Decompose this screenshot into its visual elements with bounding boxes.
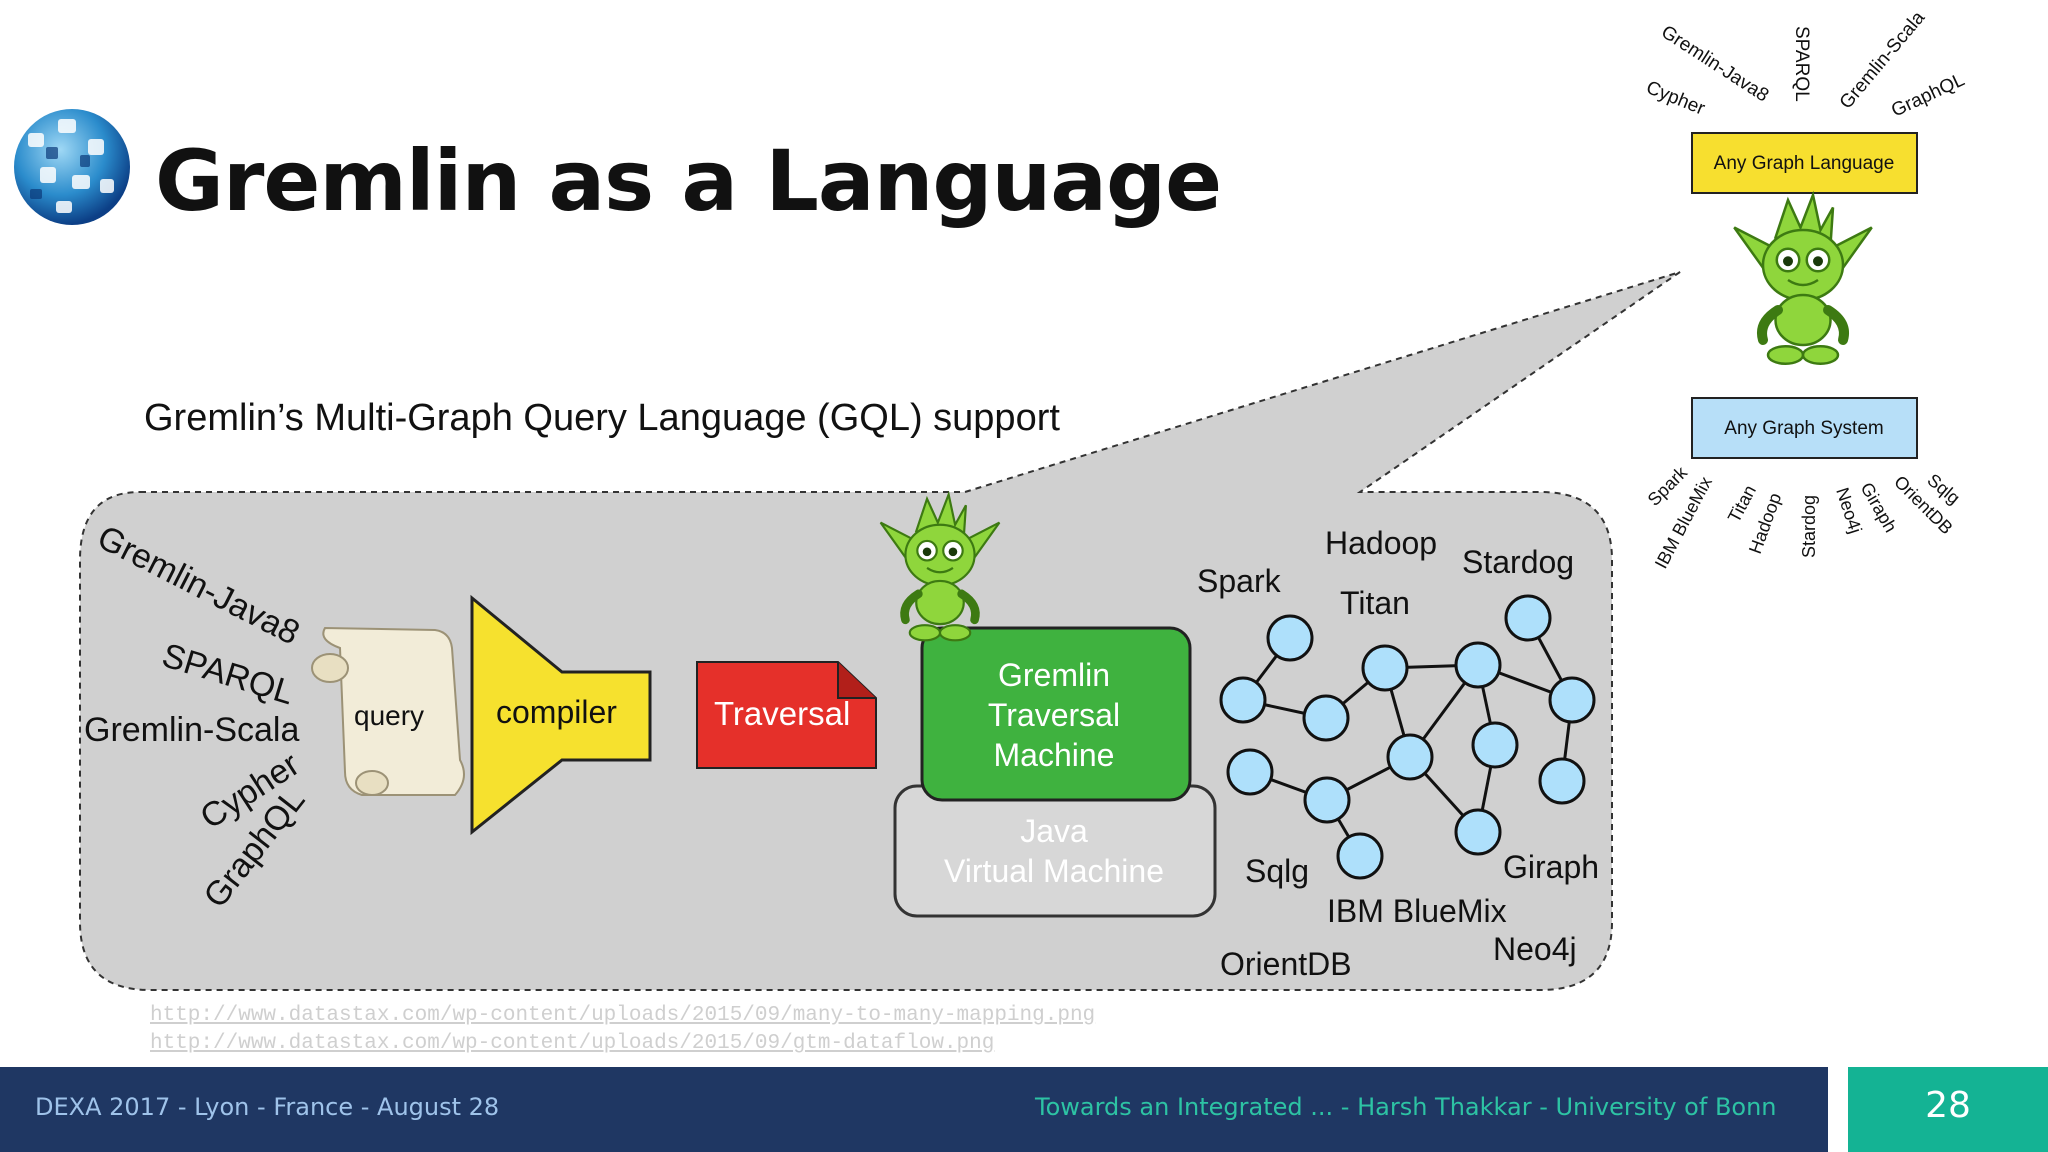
gtm-line-2: Traversal	[988, 697, 1120, 733]
graph-node	[1386, 733, 1434, 781]
graph-node	[1548, 676, 1596, 724]
compiler-label: compiler	[496, 694, 617, 730]
footer-talk-title: Towards an Integrated ... - Harsh Thakka…	[1035, 1093, 1777, 1121]
source-links: http://www.datastax.com/wp-content/uploa…	[150, 1002, 1095, 1058]
puzzle-globe-logo	[14, 109, 130, 225]
gremlin-mascot	[879, 490, 1001, 642]
graph-node	[1336, 832, 1384, 880]
system-neo4j: Neo4j	[1493, 931, 1577, 967]
graph-node	[1302, 694, 1350, 742]
jvm-line-1: Java	[1020, 813, 1088, 849]
compiler-funnel	[470, 594, 652, 836]
page-title: Gremlin as a Language	[155, 132, 1222, 230]
graph-node	[1226, 748, 1274, 796]
query-label: query	[354, 700, 424, 731]
traversal-label: Traversal	[714, 695, 850, 732]
system-titan: Titan	[1340, 585, 1410, 621]
graph-node	[1219, 676, 1267, 724]
inset-gremlin-mascot	[1733, 190, 1873, 365]
system-sqlg: Sqlg	[1245, 853, 1309, 889]
footer: DEXA 2017 - Lyon - France - August 28 To…	[0, 1067, 2048, 1152]
system-giraph: Giraph	[1503, 849, 1599, 885]
graph-node	[1504, 594, 1552, 642]
page-number-box: 28	[1848, 1067, 2048, 1152]
any-graph-system-box	[1691, 397, 1918, 459]
system-ibm-bluemix: IBM BlueMix	[1327, 893, 1507, 929]
query-scroll-icon	[311, 626, 465, 796]
footer-conference: DEXA 2017 - Lyon - France - August 28	[35, 1093, 500, 1121]
any-graph-language-label: Any Graph Language	[1714, 153, 1895, 174]
lang-gremlin-scala: Gremlin-Scala	[84, 711, 299, 749]
source-link[interactable]: http://www.datastax.com/wp-content/uploa…	[150, 1032, 995, 1055]
gtm-box	[920, 626, 1192, 802]
graph-node	[1266, 614, 1314, 662]
system-orientdb: OrientDB	[1220, 946, 1352, 982]
graph-network	[1219, 594, 1596, 880]
graph-node	[1454, 808, 1502, 856]
graph-node	[1471, 721, 1519, 769]
inset-sys-stardog: Stardog	[1799, 495, 1819, 558]
any-graph-language-box	[1691, 132, 1918, 194]
any-graph-system-label: Any Graph System	[1724, 418, 1883, 439]
speech-bubble	[79, 271, 1681, 991]
inset-lang-sparql: SPARQL	[1791, 26, 1812, 102]
graph-node	[1538, 757, 1586, 805]
diagram-subtitle: Gremlin’s Multi-Graph Query Language (GQ…	[144, 397, 1060, 439]
jvm-line-2: Virtual Machine	[944, 853, 1164, 889]
gql-diagram: Gremlin-Java8 SPARQL Gremlin-Scala Cyphe…	[79, 7, 1968, 991]
system-hadoop: Hadoop	[1325, 525, 1437, 561]
footer-bar: DEXA 2017 - Lyon - France - August 28 To…	[0, 1067, 1828, 1152]
inset-lang-cypher: Cypher	[1643, 77, 1708, 120]
graph-node	[1454, 641, 1502, 689]
source-link[interactable]: http://www.datastax.com/wp-content/uploa…	[150, 1004, 1096, 1027]
inset-sys-titan: Titan	[1724, 482, 1760, 526]
page-number: 28	[1925, 1085, 1971, 1126]
inset-lang-graphql: GraphQL	[1888, 69, 1968, 121]
traversal-document	[696, 661, 877, 769]
gtm-line-3: Machine	[994, 737, 1115, 773]
system-stardog: Stardog	[1462, 544, 1574, 580]
system-spark: Spark	[1197, 563, 1282, 599]
graph-node	[1303, 776, 1351, 824]
gtm-line-1: Gremlin	[998, 657, 1110, 693]
graph-node	[1361, 644, 1409, 692]
jvm-box	[893, 784, 1217, 918]
